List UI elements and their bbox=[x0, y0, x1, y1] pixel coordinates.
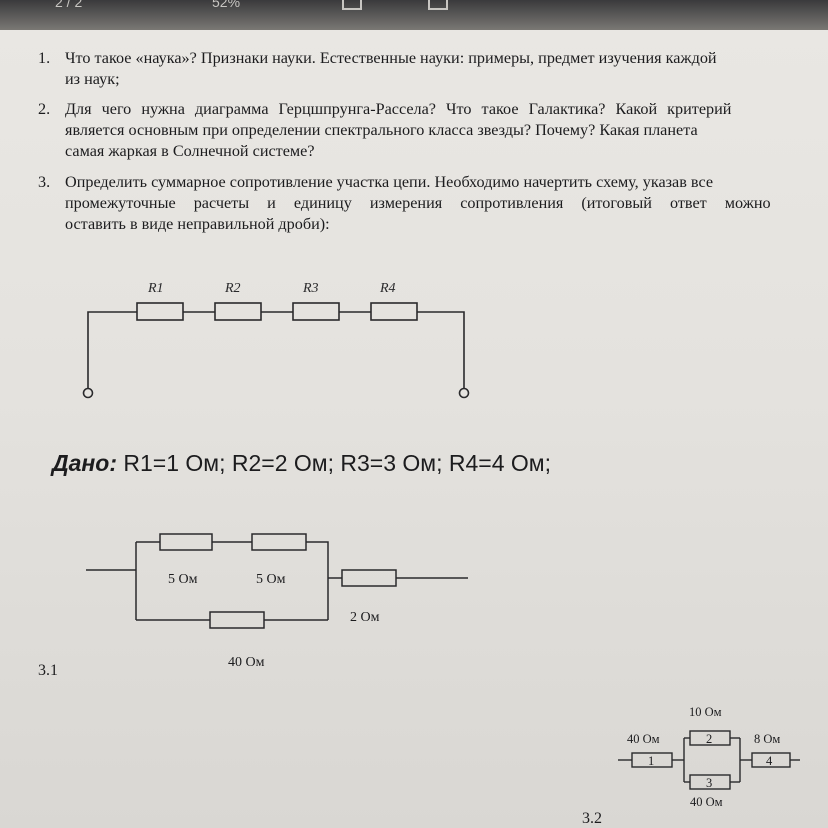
figure-label-3-2: 3.2 bbox=[582, 810, 602, 827]
question-text-line: оставить в виде неправильной дроби): bbox=[65, 215, 330, 233]
number-r2: 2 bbox=[706, 732, 712, 746]
share-icon[interactable] bbox=[342, 0, 362, 10]
value-2-ohm: 2 Ом bbox=[350, 610, 380, 625]
given-label: Дано: bbox=[52, 450, 118, 476]
question-number: 1. bbox=[38, 49, 51, 67]
value-r4: 8 Ом bbox=[754, 732, 780, 746]
circuit-3-1 bbox=[86, 533, 468, 629]
value-5-ohm-a: 5 Ом bbox=[168, 572, 198, 587]
question-number: 3. bbox=[38, 173, 51, 191]
resistor-r1 bbox=[136, 302, 184, 321]
tab-icon[interactable] bbox=[428, 0, 448, 10]
question-text-line: из наук; bbox=[65, 70, 120, 88]
terminal-right bbox=[458, 387, 470, 399]
document-page bbox=[0, 30, 828, 828]
number-r4: 4 bbox=[766, 754, 773, 768]
figure-label-3-1: 3.1 bbox=[38, 662, 58, 679]
resistor-r4 bbox=[370, 302, 418, 321]
value-5-ohm-b: 5 Ом bbox=[256, 572, 286, 587]
terminal-left bbox=[82, 387, 94, 399]
resistor-5-ohm-a bbox=[159, 533, 213, 551]
resistor-5-ohm-b bbox=[251, 533, 307, 551]
value-r1: 40 Ом bbox=[627, 732, 660, 746]
resistor-2-ohm bbox=[341, 569, 397, 587]
resistor-40-ohm bbox=[209, 611, 265, 629]
question-text-line: промежуточные расчеты и единицу измерени… bbox=[65, 194, 771, 212]
number-r1: 1 bbox=[648, 754, 654, 768]
label-r4: R4 bbox=[379, 281, 396, 296]
resistor-r2 bbox=[214, 302, 262, 321]
wire bbox=[87, 311, 137, 388]
question-text-line: является основным при определении спектр… bbox=[65, 121, 698, 139]
battery-level: 52% bbox=[212, 0, 241, 10]
label-r3: R3 bbox=[302, 281, 319, 296]
question-text-line: Определить суммарное сопротивление участ… bbox=[65, 173, 714, 191]
wire bbox=[417, 311, 465, 388]
circuit-3-2 bbox=[618, 730, 800, 790]
question-text-line: самая жаркая в Солнечной системе? bbox=[65, 142, 315, 160]
given-text: R1=1 Ом; R2=2 Ом; R3=3 Ом; R4=4 Ом; bbox=[123, 450, 552, 476]
resistor-r3 bbox=[292, 302, 340, 321]
question-text-line: Для чего нужна диаграмма Герцшпрунга-Рас… bbox=[65, 100, 732, 118]
value-40-ohm: 40 Ом bbox=[228, 655, 265, 670]
page-indicator: 2 / 2 bbox=[55, 0, 83, 10]
label-r2: R2 bbox=[224, 281, 241, 296]
question-number: 2. bbox=[38, 100, 51, 118]
wire bbox=[306, 541, 329, 620]
number-r3: 3 bbox=[706, 776, 712, 790]
label-r1: R1 bbox=[147, 281, 164, 296]
status-bar: 2 / 2 52% bbox=[0, 0, 828, 30]
value-r2: 10 Ом bbox=[689, 705, 722, 719]
question-text-line: Что такое «наука»? Признаки науки. Естес… bbox=[65, 49, 717, 67]
value-r3: 40 Ом bbox=[690, 795, 723, 809]
given-values: Дано: R1=1 Ом; R2=2 Ом; R3=3 Ом; R4=4 Ом… bbox=[52, 450, 551, 477]
